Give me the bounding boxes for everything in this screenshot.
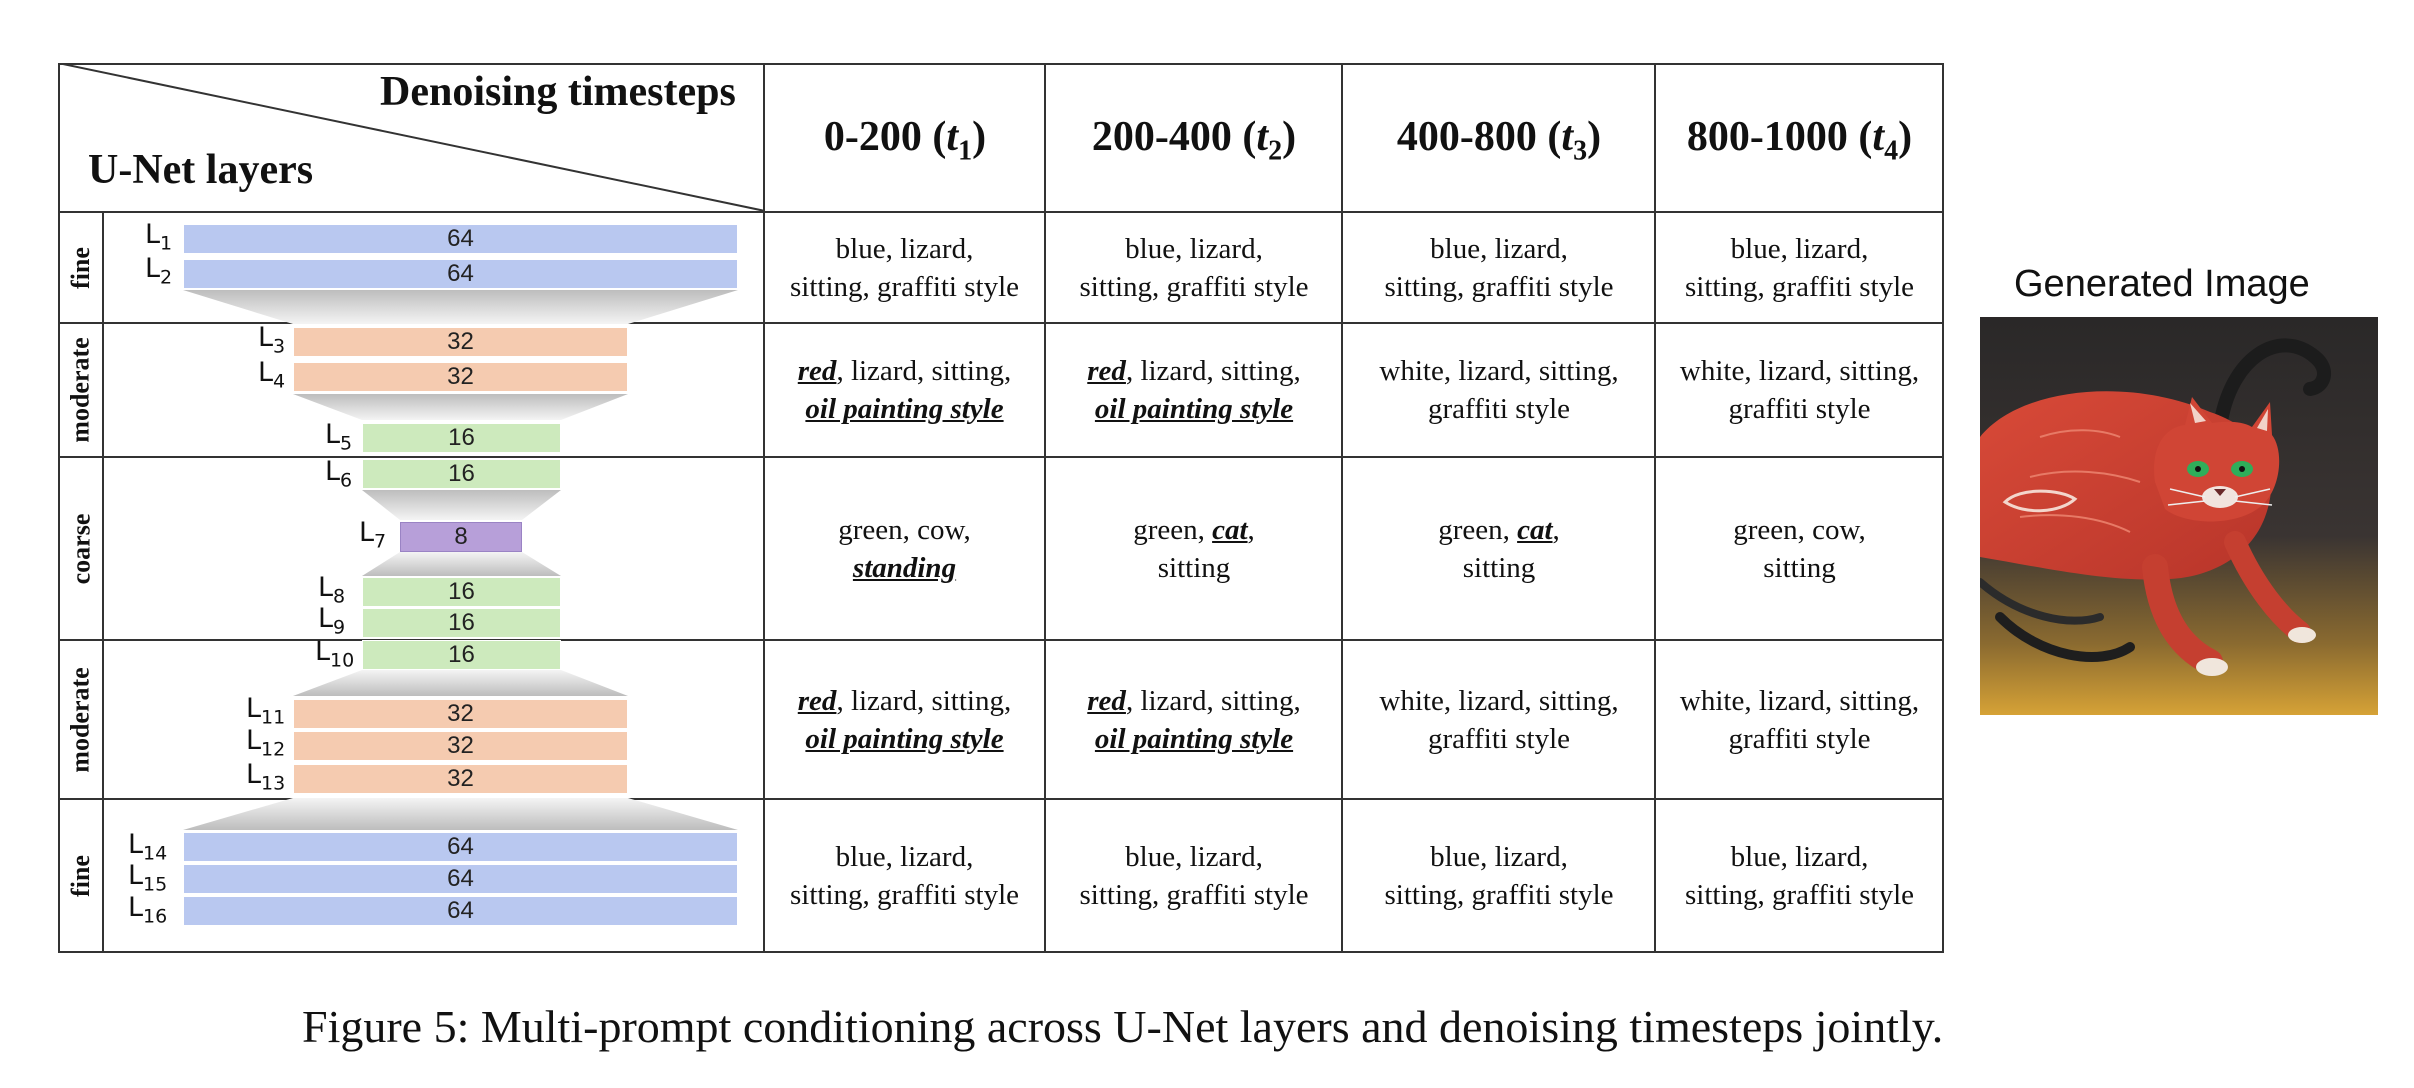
prompt-cell: red, lizard, sitting, oil painting style <box>1087 355 1301 425</box>
prompt-cell: red, lizard, sitting, oil painting style <box>1087 684 1301 755</box>
layer-label: L13 <box>246 759 286 795</box>
column-header: 200-400 (t2) <box>1091 114 1297 167</box>
funnel-shape <box>183 290 738 324</box>
layer-label: L14 <box>128 829 168 865</box>
prompt-cell: blue, lizard, sitting, graffiti style <box>1079 232 1309 303</box>
column-header: 800-1000 (t4) <box>1686 114 1913 167</box>
corner-diagonal <box>58 63 765 212</box>
corner-label-timesteps: Denoising timesteps <box>380 69 736 115</box>
layer-label: L2 <box>145 253 173 289</box>
layer-label: L7 <box>359 517 387 553</box>
prompt-cell: blue, lizard, sitting, graffiti style <box>1079 840 1309 911</box>
prompt-cell: white, lizard, sitting, graffiti style <box>1379 684 1619 755</box>
col-divider <box>763 63 765 953</box>
layer-label: L16 <box>128 892 168 928</box>
prompt-cell: white, lizard, sitting, graffiti style <box>1679 684 1920 755</box>
table-left-border <box>58 63 60 953</box>
layer-bar: 64 <box>183 896 738 926</box>
table-right-border <box>1942 63 1944 953</box>
prompt-cell: red, lizard, sitting, oil painting style <box>797 684 1012 755</box>
layer-label: L3 <box>258 322 286 358</box>
funnel-shape <box>183 798 738 830</box>
layer-bar: 16 <box>362 640 561 670</box>
layer-label: L8 <box>318 572 346 608</box>
layer-label: L9 <box>318 603 346 639</box>
layer-bar: 16 <box>362 459 561 489</box>
layer-label: L6 <box>325 456 353 492</box>
prompt-cell: blue, lizard, sitting, graffiti style <box>1684 232 1915 303</box>
layer-label: L10 <box>315 636 355 672</box>
layer-label: L11 <box>246 693 286 729</box>
table-bottom-border <box>58 951 1944 953</box>
prompt-cell: blue, lizard, sitting, graffiti style <box>789 232 1020 303</box>
corner-label-layers: U-Net layers <box>88 147 314 193</box>
layer-label: L12 <box>246 725 286 761</box>
row-divider <box>58 798 1944 800</box>
row-divider <box>58 456 1944 458</box>
col-divider <box>1044 63 1046 953</box>
prompt-cell: blue, lizard, sitting, graffiti style <box>789 840 1020 911</box>
generated-image-title: Generated Image <box>2014 263 2310 305</box>
red-cat-painting-icon <box>1980 317 2378 715</box>
prompt-cell: red, lizard, sitting, oil painting style <box>797 355 1012 425</box>
prompt-cell: blue, lizard, sitting, graffiti style <box>1684 840 1915 911</box>
row-label-divider <box>102 211 104 953</box>
layer-bar: 64 <box>183 864 738 894</box>
layer-label: L1 <box>145 219 173 255</box>
funnel-shape <box>362 552 561 576</box>
funnel-shape <box>293 394 628 420</box>
layer-bar: 32 <box>293 731 628 761</box>
funnel-shape <box>362 490 561 520</box>
figure-caption: Figure 5: Multi-prompt conditioning acro… <box>302 1001 1944 1052</box>
table-top-border <box>58 63 1944 65</box>
prompt-cell: green, cat, sitting <box>1133 513 1255 584</box>
layer-bar: 16 <box>362 577 561 607</box>
layer-label: L5 <box>325 419 353 455</box>
layer-bar: 64 <box>183 832 738 862</box>
col-divider <box>1654 63 1656 953</box>
prompt-cell: green, cow, standing <box>838 513 971 584</box>
row-divider <box>58 639 1944 641</box>
layer-bar: 32 <box>293 327 628 357</box>
col-divider <box>1341 63 1343 953</box>
row-divider <box>58 322 1944 324</box>
layer-bar: 16 <box>362 608 561 638</box>
prompt-cell: green, cat, sitting <box>1438 513 1560 584</box>
funnel-shape <box>293 670 628 696</box>
layer-label: L15 <box>128 860 168 896</box>
layer-bar: 32 <box>293 699 628 729</box>
column-header: 0-200 (t1) <box>823 114 987 167</box>
prompt-cell: green, cow, sitting <box>1733 513 1866 584</box>
layer-bar: 8 <box>400 522 522 552</box>
prompt-cell: white, lizard, sitting, graffiti style <box>1679 355 1920 425</box>
layer-bar: 64 <box>183 259 738 289</box>
layer-bar: 32 <box>293 764 628 794</box>
prompt-cell: blue, lizard, sitting, graffiti style <box>1384 232 1614 303</box>
column-header: 400-800 (t3) <box>1396 114 1602 167</box>
layer-bar: 64 <box>183 224 738 254</box>
prompt-cell: blue, lizard, sitting, graffiti style <box>1384 840 1614 911</box>
layer-bar: 16 <box>362 423 561 453</box>
layer-bar: 32 <box>293 362 628 392</box>
header-divider <box>58 211 1944 213</box>
prompt-cell: white, lizard, sitting, graffiti style <box>1379 355 1619 425</box>
layer-label: L4 <box>258 357 286 393</box>
